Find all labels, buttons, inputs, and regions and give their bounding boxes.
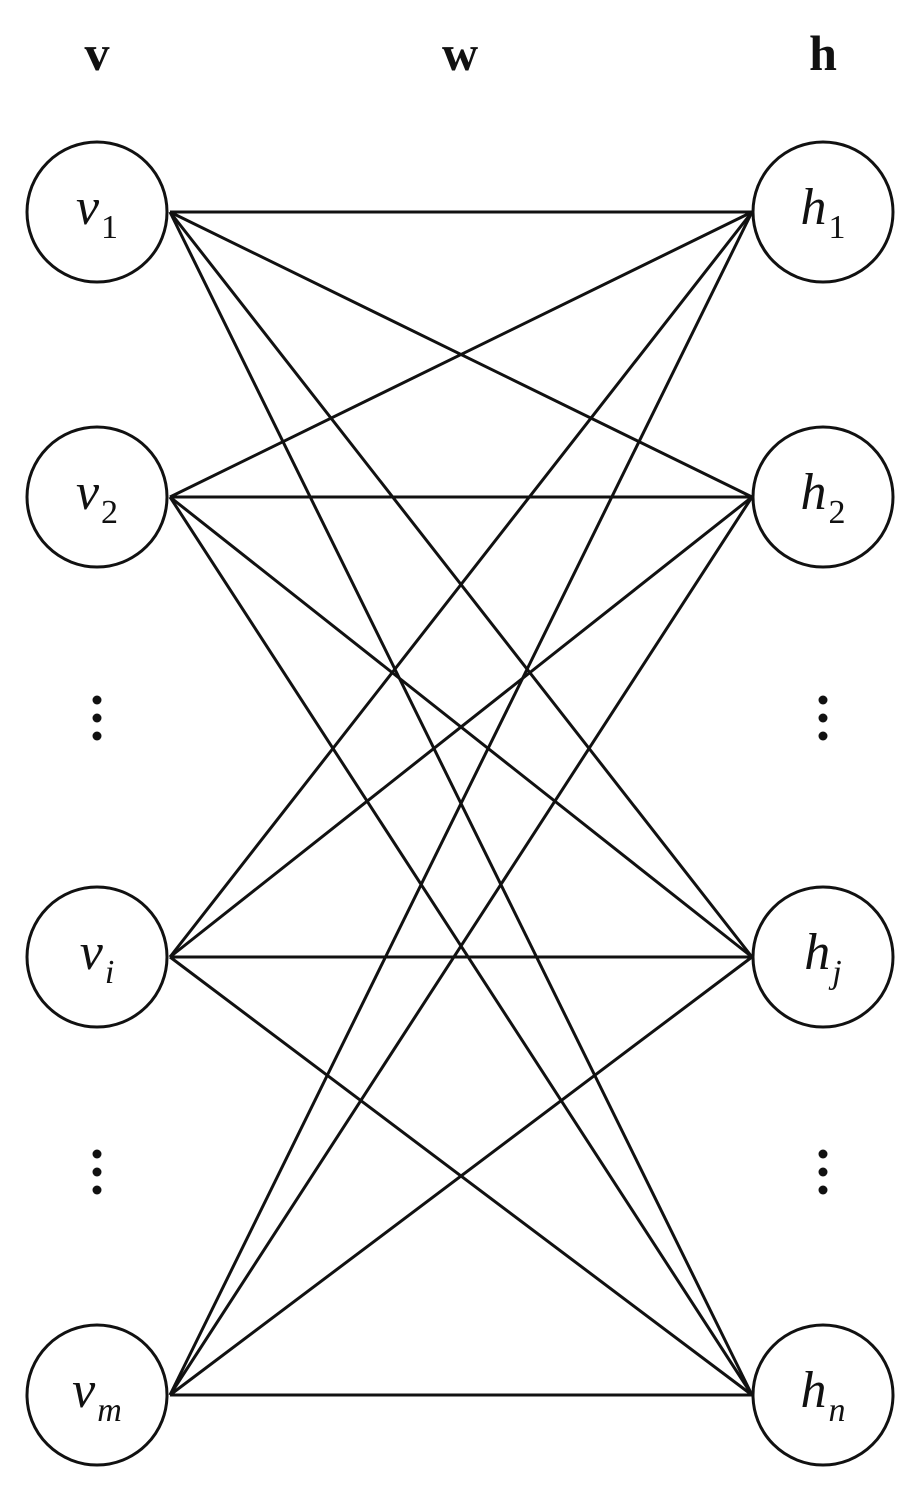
hidden-node-label: hj	[804, 924, 841, 991]
hidden-node-1: h1	[751, 140, 895, 284]
visible-node-label: v2	[76, 464, 118, 531]
hidden-node-label-sub: n	[829, 1392, 846, 1429]
hidden-node-circle	[751, 140, 895, 284]
visible-node-label: vi	[80, 924, 115, 991]
visible-node-label-sub: 1	[101, 209, 118, 246]
weights-title: w	[442, 25, 478, 81]
visible-ellipsis	[92, 1149, 102, 1195]
hidden-node-circle	[751, 885, 895, 1029]
visible-node-2: v2	[25, 425, 169, 569]
visible-node-label-main: v	[76, 464, 100, 521]
edge-v3-h1	[168, 211, 754, 958]
ellipsis-dot	[818, 731, 828, 741]
visible-node-label: v1	[76, 179, 118, 246]
hidden-node-circle	[751, 425, 895, 569]
visible-node-m: vm	[25, 1323, 169, 1467]
visible-ellipsis	[92, 695, 102, 741]
ellipsis-dot	[92, 1149, 102, 1159]
visible-node-label-main: v	[76, 179, 100, 236]
hidden-node-2: h2	[751, 425, 895, 569]
hidden-node-label: h2	[801, 464, 846, 531]
ellipsis-dot	[818, 695, 828, 705]
edge-v4-h3	[169, 955, 753, 1397]
visible-node-label-sub: i	[105, 954, 114, 991]
hidden-layer-title: h	[809, 25, 837, 81]
visible-node-circle	[25, 885, 169, 1029]
visible-node-label-main: v	[72, 1362, 96, 1419]
hidden-node-label-sub: j	[828, 954, 841, 991]
ellipsis-dot	[92, 695, 102, 705]
edge-v4-h1	[168, 211, 754, 1396]
hidden-node-label-main: h	[804, 924, 830, 981]
visible-node-1: v1	[25, 140, 169, 284]
visible-node-label-sub: 2	[101, 494, 118, 531]
hidden-node-label-main: h	[801, 1362, 827, 1419]
visible-node-label: vm	[72, 1362, 122, 1429]
ellipsis-dot	[92, 731, 102, 741]
hidden-node-n: hn	[751, 1323, 895, 1467]
visible-node-circle	[25, 1323, 169, 1467]
hidden-node-label-sub: 2	[829, 494, 846, 531]
visible-node-circle	[25, 425, 169, 569]
hidden-node-label: h1	[801, 179, 846, 246]
hidden-node-label-main: h	[801, 464, 827, 521]
hidden-node-label-sub: 1	[829, 209, 846, 246]
hidden-ellipsis	[818, 695, 828, 741]
visible-node-label-main: v	[80, 924, 104, 981]
ellipsis-dot	[92, 1185, 102, 1195]
edges	[168, 210, 754, 1397]
hidden-ellipsis	[818, 1149, 828, 1195]
ellipsis-dot	[818, 1167, 828, 1177]
ellipsis-dot	[818, 1149, 828, 1159]
visible-node-label-sub: m	[97, 1392, 122, 1429]
edge-v4-h2	[168, 496, 754, 1396]
visible-node-i: vi	[25, 885, 169, 1029]
hidden-node-circle	[751, 1323, 895, 1467]
hidden-node-label-main: h	[801, 179, 827, 236]
ellipsis-dot	[92, 713, 102, 723]
visible-layer-title: v	[85, 25, 110, 81]
ellipsis-dot	[92, 1167, 102, 1177]
edge-v2-h1	[169, 210, 753, 499]
edge-v3-h2	[169, 495, 753, 959]
visible-node-circle	[25, 140, 169, 284]
hidden-node-label: hn	[801, 1362, 846, 1429]
ellipses	[92, 695, 828, 1195]
ellipsis-dot	[818, 713, 828, 723]
ellipsis-dot	[818, 1185, 828, 1195]
hidden-node-j: hj	[751, 885, 895, 1029]
